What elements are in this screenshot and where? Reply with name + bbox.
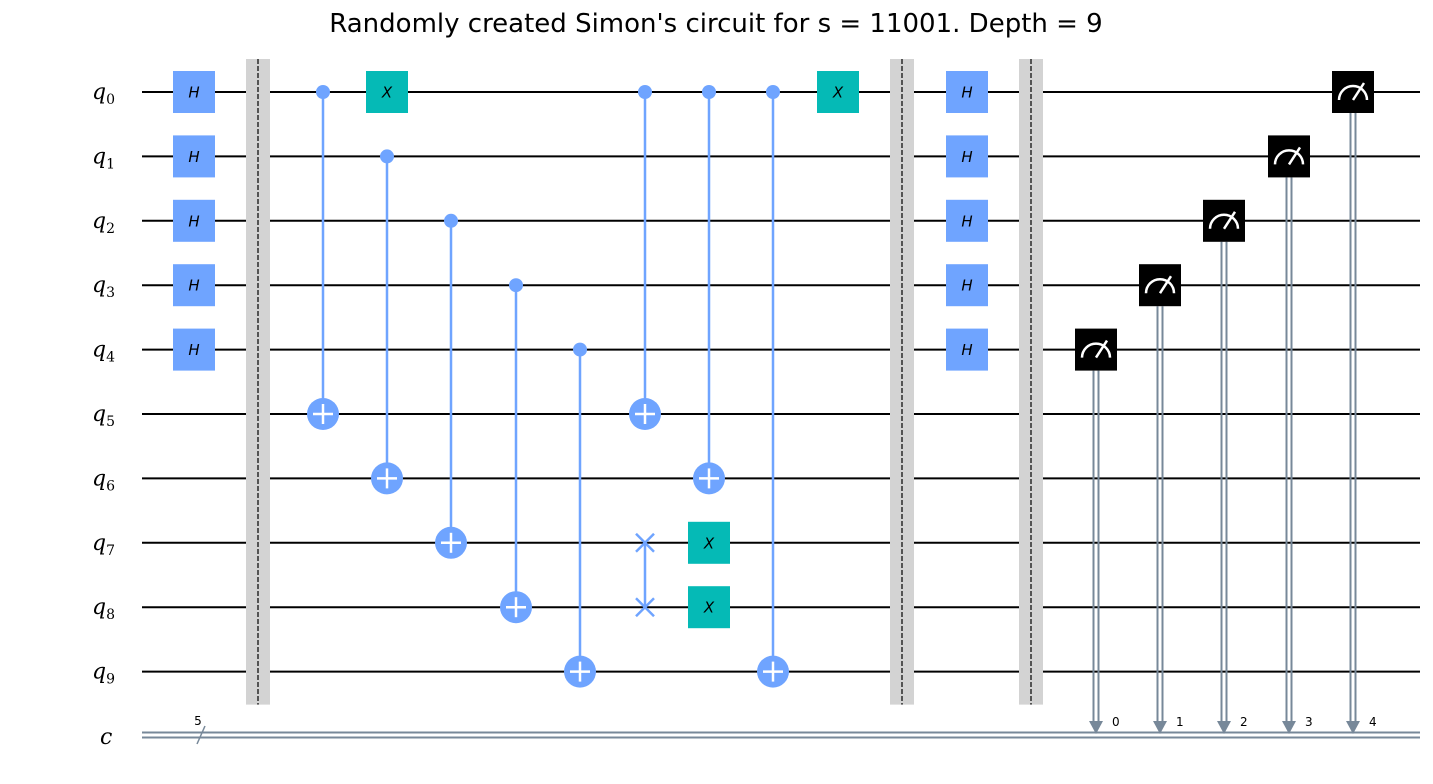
control-dot [444, 213, 458, 228]
measure-gate [1332, 71, 1374, 113]
pauli-x-gate-label: X [703, 599, 715, 617]
pauli-x-gate [817, 71, 859, 113]
hadamard-gate [173, 135, 215, 178]
meter-arc-icon [1080, 342, 1112, 358]
qubit-label: q0 [92, 80, 115, 108]
qubit-label: q8 [92, 595, 115, 623]
qubit-label: q9 [92, 660, 115, 688]
pauli-x-gate-label: X [703, 534, 715, 552]
qubit-label: q6 [92, 466, 115, 494]
clbit-index-label: 4 [1369, 715, 1377, 729]
qubit-label: q4 [92, 338, 115, 366]
control-dot [573, 342, 587, 357]
swap-cross [635, 597, 655, 618]
pauli-x-gate [366, 71, 408, 113]
meter-needle-icon [1094, 339, 1109, 359]
hadamard-gate [946, 328, 988, 371]
hadamard-gate [173, 71, 215, 113]
control-dot [702, 85, 716, 99]
control-dot [638, 85, 652, 99]
meter-arc-icon [1144, 278, 1176, 294]
measure-gate [1268, 135, 1310, 178]
hadamard-gate [946, 264, 988, 307]
measure-arrow [1346, 721, 1360, 734]
control-dot [316, 85, 330, 99]
hadamard-gate [946, 71, 988, 113]
gate-layer: H H H H H X X X X H H H H H [173, 59, 1374, 734]
measure-arrow [1282, 721, 1296, 734]
control-dot [509, 278, 523, 293]
hadamard-gate-label: H [188, 212, 199, 230]
meter-needle-icon [1351, 82, 1366, 101]
hadamard-gate-label: H [961, 84, 972, 102]
classical-width-label: 5 [194, 714, 202, 728]
clbit-index-label: 2 [1240, 715, 1248, 729]
pauli-x-gate [688, 586, 730, 629]
measure-gate [1203, 199, 1245, 242]
clbit-index-label: 3 [1305, 715, 1313, 729]
hadamard-gate-label: H [961, 212, 972, 230]
swap-cross [635, 532, 655, 553]
pauli-x-gate-label: X [832, 84, 844, 102]
pauli-x-gate [688, 521, 730, 564]
hadamard-gate [946, 135, 988, 178]
hadamard-gate [946, 199, 988, 242]
hadamard-gate-label: H [961, 148, 972, 166]
hadamard-gate-label: H [961, 341, 972, 359]
meter-needle-icon [1158, 275, 1173, 294]
meter-arc-icon [1337, 84, 1369, 101]
hadamard-gate [173, 328, 215, 371]
hadamard-gate [173, 199, 215, 242]
wire-layer [142, 91, 1420, 745]
label-layer: 5 q0 q1 q2 q3 q4 q5 q6 q7 q8 q9 c 0 1 2 3 4 [92, 80, 1377, 750]
diagram-title: Randomly created Simon's circuit for s =… [329, 9, 1102, 39]
measure-arrow [1153, 721, 1167, 734]
control-dot [380, 149, 394, 164]
measure-gate [1075, 328, 1117, 371]
qubit-label: q5 [92, 402, 115, 430]
qubit-label: q7 [92, 531, 115, 559]
measure-arrow [1217, 721, 1231, 734]
classical-register-label: c [100, 725, 112, 750]
hadamard-gate-label: H [188, 148, 199, 166]
measure-gate [1139, 264, 1181, 307]
hadamard-gate-label: H [961, 277, 972, 295]
measure-arrow [1089, 721, 1103, 734]
meter-arc-icon [1273, 149, 1305, 165]
hadamard-gate [173, 264, 215, 307]
hadamard-gate-label: H [188, 277, 199, 295]
bus-slash [196, 725, 206, 745]
clbit-index-label: 0 [1112, 715, 1120, 729]
meter-needle-icon [1222, 211, 1237, 230]
hadamard-gate-label: H [188, 341, 199, 359]
pauli-x-gate-label: X [381, 84, 393, 102]
qubit-label: q2 [92, 209, 115, 237]
qubit-label: q1 [92, 144, 115, 172]
control-dot [766, 85, 780, 99]
hadamard-gate-label: H [188, 84, 199, 102]
clbit-index-label: 1 [1176, 715, 1184, 729]
meter-needle-icon [1287, 146, 1302, 166]
meter-arc-icon [1208, 213, 1240, 229]
qubit-label: q3 [92, 273, 115, 301]
